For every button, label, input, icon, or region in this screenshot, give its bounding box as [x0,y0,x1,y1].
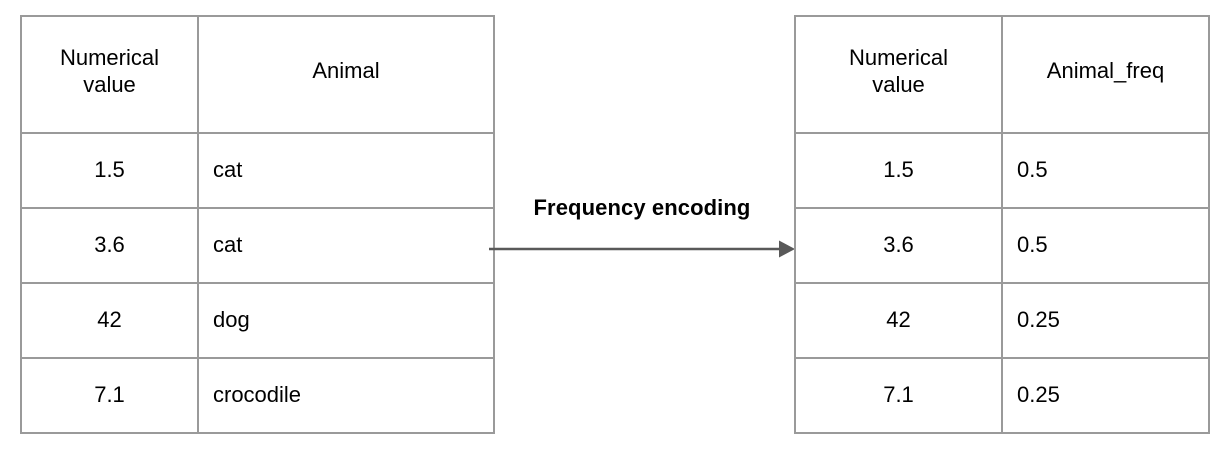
transform-label: Frequency encoding [533,195,751,220]
cell-animal: dog [197,282,495,359]
table-row: 3.6 cat [20,207,495,284]
cell-animal-freq: 0.25 [1001,357,1210,434]
cell-animal: crocodile [197,357,495,434]
cell-numerical-value: 3.6 [20,207,199,284]
result-table: Numerical value Animal_freq 1.5 0.5 3.6 … [794,15,1210,434]
cell-numerical-value: 1.5 [20,132,199,209]
cell-animal: cat [197,132,495,209]
cell-numerical-value: 7.1 [794,357,1003,434]
table-header-row: Numerical value Animal [20,15,495,134]
header-line-1: Numerical [848,44,949,70]
table-row: 42 dog [20,282,495,359]
header-label: Animal_freq [1046,58,1165,84]
cell-animal: cat [197,207,495,284]
column-header-animal: Animal [197,15,495,134]
cell-numerical-value: 1.5 [794,132,1003,209]
cell-animal-freq: 0.5 [1001,207,1210,284]
table-row: 7.1 crocodile [20,357,495,434]
header-label: Animal [312,58,380,84]
column-header-numerical-value: Numerical value [20,15,199,134]
table-row: 1.5 cat [20,132,495,209]
cell-animal-freq: 0.25 [1001,282,1210,359]
cell-numerical-value: 42 [794,282,1003,359]
table-header-row: Numerical value Animal_freq [794,15,1210,134]
transform-arrow-icon [489,240,795,258]
cell-numerical-value: 7.1 [20,357,199,434]
cell-numerical-value: 3.6 [794,207,1003,284]
column-header-numerical-value: Numerical value [794,15,1003,134]
header-line-2: value [83,71,136,97]
table-row: 7.1 0.25 [794,357,1210,434]
cell-numerical-value: 42 [20,282,199,359]
header-line-1: Numerical [59,44,160,70]
table-row: 3.6 0.5 [794,207,1210,284]
header-line-2: value [872,71,925,97]
table-row: 1.5 0.5 [794,132,1210,209]
cell-animal-freq: 0.5 [1001,132,1210,209]
source-table: Numerical value Animal 1.5 cat 3.6 cat 4… [20,15,495,434]
table-row: 42 0.25 [794,282,1210,359]
column-header-animal-freq: Animal_freq [1001,15,1210,134]
